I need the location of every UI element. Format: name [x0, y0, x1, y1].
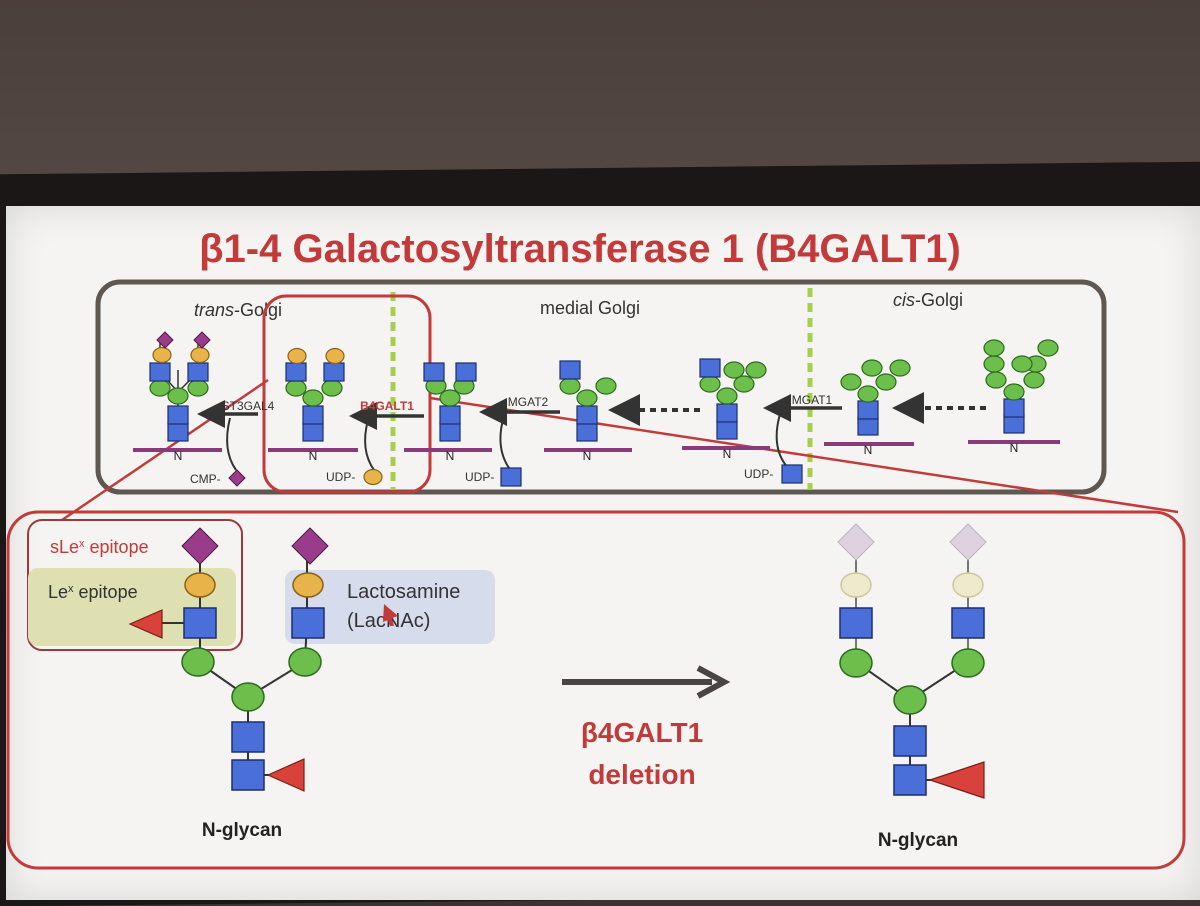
- donor-udp-gal-label: UDP-: [326, 470, 355, 484]
- cis-golgi-label: cis-Golgi: [893, 290, 963, 310]
- n-label-4: N: [583, 449, 592, 463]
- donor-udp-glcnac-label-1: UDP-: [465, 470, 494, 484]
- deletion-line1: β4GALT1: [581, 717, 703, 748]
- n-label-3: N: [446, 449, 455, 463]
- zoom-line-right: [429, 396, 1179, 514]
- medial-golgi-label: medial Golgi: [540, 298, 640, 318]
- cursor-arrow-icon: [383, 604, 398, 626]
- core-fucose-triangle-right: [928, 761, 985, 799]
- enzyme-mgat2: MGAT2: [508, 395, 549, 409]
- nglycan-label-right: N-glycan: [878, 830, 958, 851]
- glycan-sialylated: [133, 331, 222, 452]
- core-fucose-triangle: [266, 758, 305, 792]
- enzyme-st3gal4: ST3GAL4: [222, 399, 275, 413]
- deletion-line2: deletion: [588, 759, 695, 790]
- fucose-triangle: [128, 609, 163, 639]
- n-label-5: N: [723, 447, 732, 461]
- glycan-hybrid: [682, 358, 770, 450]
- donor-cmp-label: CMP-: [190, 472, 221, 486]
- n-label-2: N: [309, 449, 318, 463]
- deletion-arrow-head: [696, 665, 731, 699]
- enzyme-mgat1: MGAT1: [792, 393, 833, 407]
- glycan-man5: [824, 359, 914, 446]
- nglycan-full: [128, 527, 329, 792]
- lex-label: Lex epitope: [48, 582, 138, 602]
- b4galt1-highlight-box: [262, 294, 432, 494]
- donor-udp-glcnac-label-2: UDP-: [744, 467, 773, 481]
- lactosamine-line1: Lactosamine: [347, 581, 460, 603]
- donor-curve-udp-glcnac-1: [499, 415, 513, 473]
- lactosamine-box: [285, 570, 495, 644]
- donor-curve-udp-gal: [364, 419, 375, 471]
- enzyme-b4galt1: B4GALT1: [360, 399, 414, 413]
- n-label-1: N: [174, 449, 183, 463]
- nglycan-label-left: N-glycan: [202, 820, 282, 841]
- donor-curve-udp-glcnac-2: [775, 413, 791, 471]
- slex-label: sLex epitope: [50, 537, 149, 557]
- glycan-galactosylated: [268, 347, 358, 452]
- n-label-6: N: [864, 443, 873, 457]
- donor-curve-cmp: [226, 417, 237, 471]
- glycan-mgat2-substrate: [544, 360, 632, 452]
- glycan-biantennary: [404, 362, 492, 452]
- n-label-7: N: [1010, 441, 1019, 455]
- glycan-man9: [968, 339, 1060, 444]
- slide-title: β1-4 Galactosyltransferase 1 (B4GALT1): [199, 227, 961, 271]
- nglycan-truncated: [837, 523, 987, 799]
- zoom-panel: [6, 510, 1186, 870]
- golgi-box: [95, 279, 1107, 495]
